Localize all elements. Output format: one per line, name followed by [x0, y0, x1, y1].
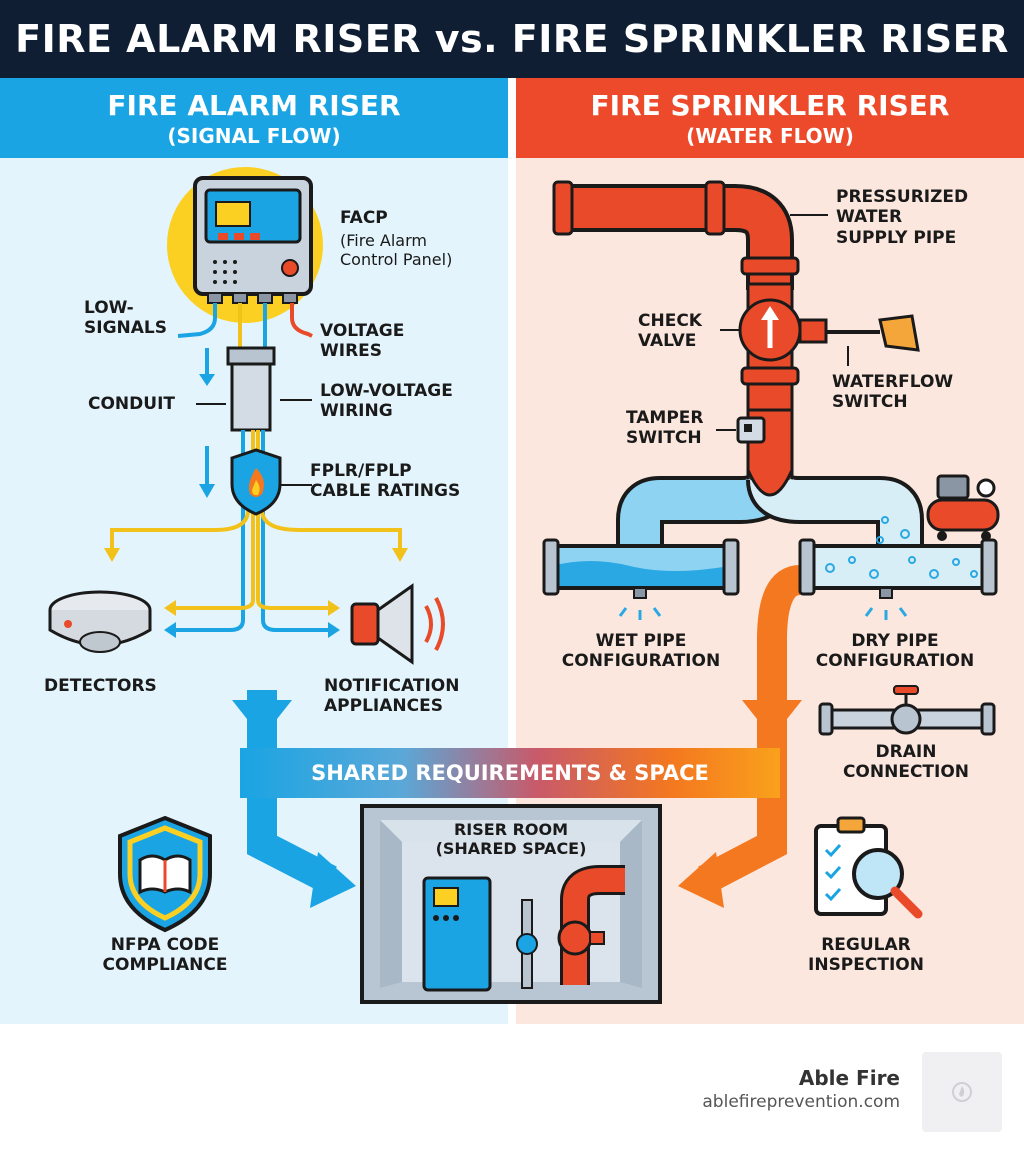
- conduit-icon: [226, 346, 276, 432]
- dry-pipe-label: DRY PIPE CONFIGURATION: [815, 631, 975, 672]
- fire-alarm-subheading: (SIGNAL FLOW): [167, 124, 341, 148]
- nfpa-shield-icon: [118, 815, 212, 933]
- fire-sprinkler-header: FIRE SPRINKLER RISER (WATER FLOW): [516, 78, 1024, 158]
- riser-wires: [110, 430, 402, 632]
- brand-name: Able Fire: [798, 1066, 900, 1090]
- nfpa-compliance-label: NFPA CODE COMPLIANCE: [102, 935, 228, 976]
- footer: [0, 1024, 1024, 1154]
- drain-connection-label: DRAIN CONNECTION: [842, 742, 970, 783]
- brand-url[interactable]: ablefireprevention.com: [702, 1092, 900, 1112]
- fire-sprinkler-heading: FIRE SPRINKLER RISER: [590, 89, 950, 122]
- cable-ratings-label: FPLR/FPLP CABLE RATINGS: [310, 461, 461, 502]
- facp-panel-icon: [193, 176, 313, 304]
- flame-icon: [952, 1082, 972, 1102]
- waterflow-switch-icon: [826, 314, 920, 366]
- tamper-switch-icon: [736, 416, 766, 444]
- facp-wires: [177, 303, 313, 350]
- pressurized-pipe-label: PRESSURIZED WATER SUPPLY PIPE: [836, 187, 969, 248]
- riser-tee: [616, 469, 924, 555]
- detectors-label: DETECTORS: [44, 676, 157, 696]
- dry-pipe-icon: [798, 516, 998, 620]
- facp-description: (Fire Alarm Control Panel): [340, 231, 453, 270]
- low-signals-label: LOW- SIGNALS: [84, 298, 167, 339]
- air-compressor-icon: [926, 474, 1000, 541]
- facp-label: FACP: [340, 208, 388, 228]
- waterflow-switch-label: WATERFLOW SWITCH: [832, 372, 954, 413]
- cable-rating-shield-icon: [230, 448, 282, 516]
- riser-room-icon: [360, 804, 662, 1004]
- fire-alarm-heading: FIRE ALARM RISER: [107, 89, 401, 122]
- fire-alarm-header: FIRE ALARM RISER (SIGNAL FLOW): [0, 78, 508, 158]
- riser-room-label: RISER ROOM (SHARED SPACE): [435, 820, 587, 859]
- wet-pipe-label: WET PIPE CONFIGURATION: [561, 631, 721, 672]
- inspection-clipboard-icon: [814, 816, 923, 919]
- notification-wire-arrow: [392, 548, 408, 562]
- regular-inspection-label: REGULAR INSPECTION: [808, 935, 924, 976]
- brand-logo: [922, 1052, 1002, 1132]
- conduit-label: CONDUIT: [88, 394, 175, 414]
- voltage-wires-label: VOLTAGE WIRES: [320, 321, 405, 362]
- signal-flow-arrow: [232, 690, 356, 908]
- drain-connection-icon: [818, 685, 996, 736]
- check-valve-label: CHECK VALVE: [638, 311, 702, 352]
- smoke-detector-icon: [48, 590, 152, 653]
- down-arrow-icon: [199, 348, 215, 498]
- notification-appliances-label: NOTIFICATION APPLIANCES: [324, 676, 460, 717]
- diagram-artwork: [48, 167, 1000, 1004]
- notification-horn-icon: [350, 583, 445, 665]
- infographic-title: FIRE ALARM RISER vs. FIRE SPRINKLER RISE…: [0, 0, 1024, 78]
- shared-requirements-banner: SHARED REQUIREMENTS & SPACE: [240, 748, 780, 798]
- check-valve-icon: [738, 298, 828, 362]
- fire-sprinkler-subheading: (WATER FLOW): [686, 124, 854, 148]
- low-voltage-wiring-label: LOW-VOLTAGE WIRING: [320, 381, 453, 422]
- water-flow-arrow: [678, 565, 802, 908]
- detector-wire-arrow: [104, 548, 120, 562]
- tamper-switch-label: TAMPER SWITCH: [626, 408, 704, 449]
- wet-pipe-icon: [542, 538, 740, 620]
